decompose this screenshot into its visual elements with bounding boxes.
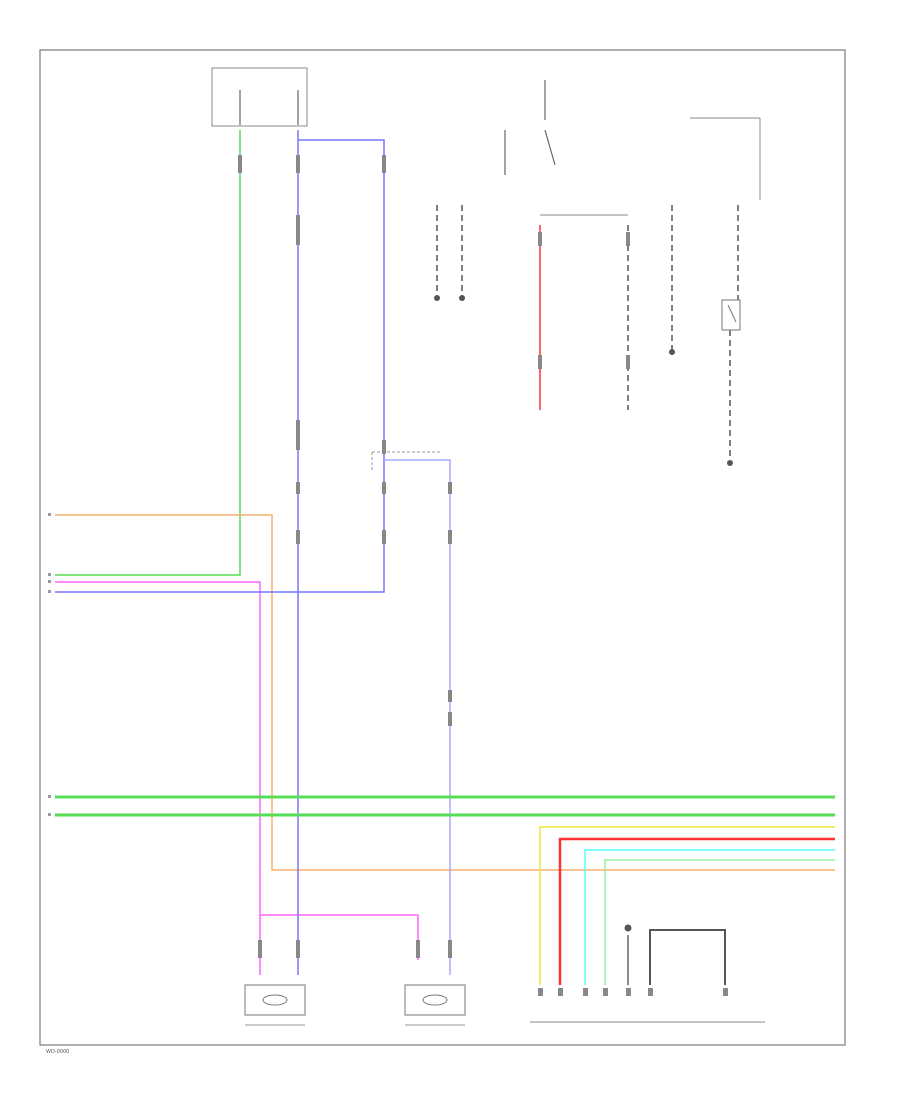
lamp-component-right	[404, 984, 466, 1026]
switch-component-right	[721, 299, 741, 331]
wire-orange	[55, 514, 835, 871]
wire-blue-center	[384, 459, 451, 975]
module-top-right	[690, 117, 761, 200]
wire-cyan	[584, 849, 835, 985]
fuse-block-top-left	[211, 67, 308, 127]
wire-red	[558, 837, 835, 985]
left-terminal-ticks	[48, 513, 51, 816]
lamp-component-left	[244, 984, 306, 1026]
fuse-top-center	[504, 80, 556, 175]
diagram-frame	[39, 49, 846, 1046]
wire-black-right-loop	[649, 929, 726, 985]
wire-green-left	[55, 130, 241, 576]
wire-blue-loop	[55, 139, 385, 593]
wire-light-green	[604, 859, 835, 985]
wire-yellow	[539, 826, 835, 985]
junction-box-center	[371, 451, 440, 470]
connector-marks	[238, 155, 630, 958]
wire-pink	[55, 581, 419, 960]
ground-terminals	[434, 295, 733, 932]
diagram-footer-id: WD-0000	[46, 1049, 69, 1055]
connector-block-bottom-right	[530, 988, 765, 1023]
